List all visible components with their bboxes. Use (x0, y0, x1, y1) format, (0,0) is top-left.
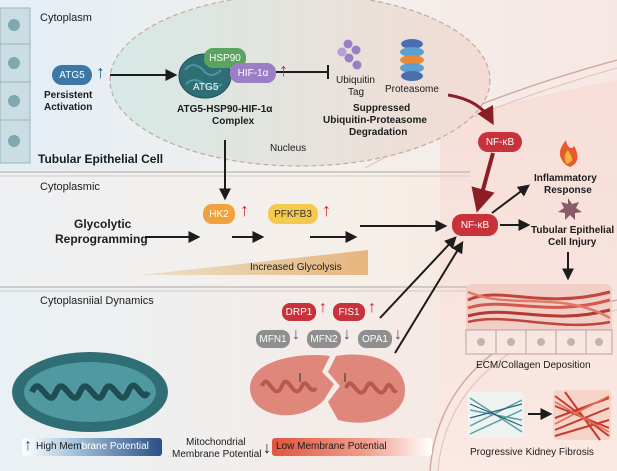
ecm-label: ECM/Collagen Deposition (476, 360, 591, 371)
hif-node: HIF-1α (230, 63, 276, 83)
hsp90-label: HSP90 (209, 52, 241, 64)
proteasome-label: Proteasome (385, 84, 439, 95)
increased-glycolysis-label: Increased Glycolysis (250, 262, 342, 273)
damaged-mitochondrion (250, 354, 405, 423)
hif-label: HIF-1α (237, 67, 269, 79)
ubiquitin-tag-line2: Tag (348, 87, 365, 98)
drp1-node: DRP1 (282, 303, 316, 321)
fibrosis-illustration (468, 390, 611, 441)
atg5-caption-line1: Persistent (44, 90, 93, 101)
fis1-up-arrow: ↑ (368, 299, 376, 316)
membrane-potential-line2: Membrane Potential (172, 449, 262, 460)
drp1-up-arrow: ↑ (319, 299, 327, 316)
region-label-dynamics: Cytoplasniial Dynamics (40, 295, 154, 307)
low-potential-bar (272, 438, 432, 456)
ecm-collagen-illustration (465, 284, 613, 355)
nfkb-center-node: NF-κB (452, 214, 498, 236)
opa1-label: OPA1 (362, 333, 388, 345)
fis1-label: FIS1 (338, 306, 360, 318)
mfn2-down-arrow: ↓ (343, 326, 351, 343)
healthy-mitochondrion (12, 352, 168, 432)
ubiquitin-tag-line1: Ubiquitin (336, 75, 375, 86)
high-potential-bar (22, 438, 162, 456)
complex-caption-line2: Complex (212, 116, 255, 127)
region-label-cytoplasm: Cytoplasm (40, 12, 92, 24)
hif-up-arrow: ↑ (279, 60, 288, 80)
low-potential-label: Low Membrane Potential (276, 441, 387, 452)
hk2-label: HK2 (209, 208, 229, 220)
tubular-cell-label: Tubular Epithelial Cell (38, 152, 164, 166)
region-label-cytoplasmic: Cytoplasmic (40, 181, 100, 193)
membrane-potential-line1: Mitochondrial (186, 437, 246, 448)
high-potential-label-end: brane Potential (81, 441, 149, 452)
fis1-node: FIS1 (333, 303, 365, 321)
glycolysis-label-line1: Glycolytic (74, 217, 132, 231)
opa1-down-arrow: ↓ (394, 326, 402, 343)
epithelial-cell-column (0, 7, 31, 164)
high-potential-label-start: High Mem (36, 441, 82, 452)
injury-line2: Cell Injury (548, 237, 597, 248)
nfkb-top-node: NF-κB (478, 132, 522, 152)
inflammatory-line2: Response (544, 185, 592, 196)
mfn1-down-arrow: ↓ (292, 326, 300, 343)
complex-atg5-label: ATG5 (193, 82, 219, 93)
nfkb-top-label: NF-κB (485, 136, 515, 148)
hk2-node: HK2 (203, 204, 235, 224)
complex-caption-line1: ATG5-HSP90-HIF-1α (177, 104, 273, 115)
pfkfb3-node: PFKFB3 (268, 204, 318, 224)
fibrosis-label: Progressive Kidney Fibrosis (470, 447, 594, 458)
mfn1-label: MFN1 (259, 333, 287, 345)
atg5-label: ATG5 (59, 69, 85, 81)
glycolysis-wedge (140, 250, 368, 275)
atg5-caption-line2: Activation (44, 102, 93, 113)
atg5-up-arrow: ↑ (96, 62, 105, 82)
opa1-node: OPA1 (358, 330, 392, 348)
proteasome-icon (400, 39, 424, 81)
nfkb-center-label: NF-κB (460, 219, 490, 231)
nucleus-shape (109, 0, 491, 167)
mfn2-label: MFN2 (310, 333, 338, 345)
high-potential-arrow: ↑ (24, 437, 32, 454)
ubiquitin-chain-icon (337, 39, 362, 70)
inflammatory-line1: Inflammatory (534, 173, 597, 184)
injury-line1: Tubular Epithelial (531, 225, 615, 236)
injury-burst-icon (558, 198, 582, 220)
low-potential-arrow: ↓ (263, 440, 271, 457)
pfkfb3-label: PFKFB3 (274, 208, 312, 220)
hk2-up-arrow: ↑ (240, 200, 249, 220)
glycolysis-label-line2: Reprogramming (55, 232, 148, 246)
atg5-node: ATG5 (52, 65, 92, 85)
suppressed-line1: Suppressed (353, 103, 411, 114)
mfn1-node: MFN1 (256, 330, 290, 348)
high-potential-label: High Membrane Potential (36, 441, 149, 452)
mfn2-node: MFN2 (307, 330, 341, 348)
nucleus-label: Nucleus (270, 143, 307, 154)
drp1-label: DRP1 (285, 306, 313, 318)
pfkfb3-up-arrow: ↑ (322, 200, 331, 220)
suppressed-line2: Ubiquitin-Proteasome (323, 115, 427, 126)
suppressed-line3: Degradation (349, 127, 408, 138)
flame-icon (559, 140, 578, 167)
